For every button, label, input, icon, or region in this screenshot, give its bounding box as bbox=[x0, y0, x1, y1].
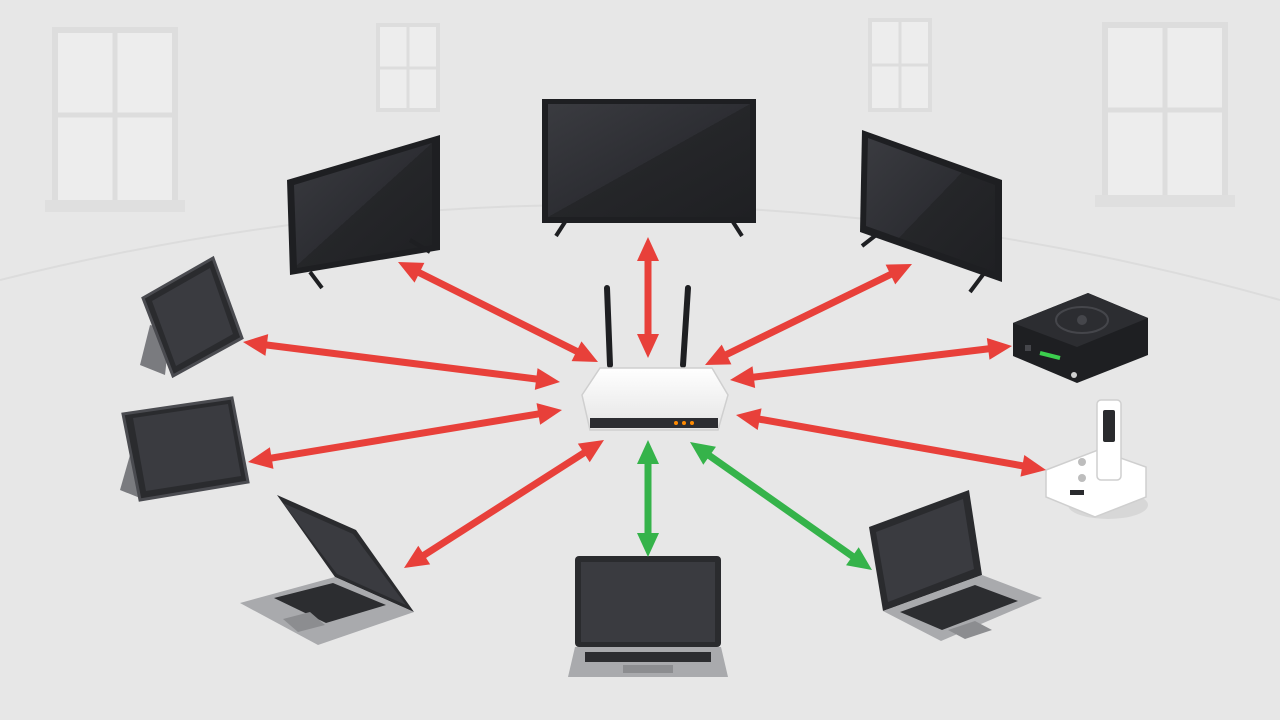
connection-line bbox=[755, 415, 1027, 470]
arrowhead-router-end bbox=[577, 440, 604, 463]
arrowhead-router-end bbox=[536, 403, 562, 425]
connection-link-tv-center bbox=[637, 237, 659, 358]
router-led bbox=[682, 421, 686, 425]
laptop-icon bbox=[568, 556, 728, 677]
arrowhead-router-end bbox=[637, 440, 659, 464]
arrowhead-device-end bbox=[885, 264, 912, 285]
wifi-router-icon bbox=[581, 285, 729, 431]
connection-link-smart-speaker-dock bbox=[736, 408, 1046, 477]
arrowhead-device-end bbox=[637, 533, 659, 557]
connection-link-tablet-left bbox=[248, 403, 562, 469]
laptop-icon bbox=[240, 495, 414, 645]
router-led bbox=[690, 421, 694, 425]
arrowhead-device-end bbox=[398, 262, 425, 283]
window-center-right bbox=[868, 18, 932, 112]
arrowhead-router-end bbox=[637, 334, 659, 358]
connection-line bbox=[749, 344, 993, 382]
connection-line bbox=[267, 409, 543, 463]
router-antenna-left bbox=[604, 285, 613, 368]
arrowhead-device-end bbox=[243, 334, 269, 356]
router-led bbox=[674, 421, 678, 425]
window-center-left bbox=[376, 23, 440, 112]
window-left bbox=[45, 27, 185, 212]
laptop-icon bbox=[869, 490, 1042, 641]
arrowhead-router-end bbox=[705, 344, 732, 365]
connection-links bbox=[243, 237, 1046, 570]
arrowhead-device-end bbox=[637, 237, 659, 261]
tv-icon bbox=[542, 99, 756, 238]
arrowhead-router-end bbox=[534, 368, 560, 390]
connection-link-tv-left bbox=[398, 262, 598, 362]
window-right bbox=[1095, 22, 1235, 207]
smart-speaker-icon bbox=[1045, 399, 1148, 519]
arrowhead-router-end bbox=[736, 408, 762, 431]
arrowhead-device-end bbox=[404, 545, 431, 568]
tv-icon bbox=[860, 130, 1002, 294]
connection-link-laptop-left bbox=[404, 440, 604, 568]
connection-link-laptop-right bbox=[690, 442, 872, 570]
console-indicator-icon bbox=[1039, 351, 1061, 360]
router-antenna-right bbox=[680, 285, 691, 368]
arrowhead-device-end bbox=[1020, 454, 1046, 477]
tv-icon bbox=[287, 135, 440, 290]
connection-link-tablet-top-left bbox=[243, 334, 560, 390]
arrowhead-router-end bbox=[690, 442, 716, 465]
connection-line bbox=[262, 341, 541, 383]
game-console-icon bbox=[1013, 293, 1148, 383]
tablet-icon bbox=[120, 396, 250, 502]
arrowhead-device-end bbox=[846, 547, 872, 570]
arrowhead-device-end bbox=[248, 447, 274, 469]
tablet-icon bbox=[140, 255, 244, 379]
connection-link-game-console bbox=[730, 337, 1012, 389]
connection-line bbox=[721, 269, 896, 360]
arrowhead-router-end bbox=[571, 341, 598, 362]
arrowhead-device-end bbox=[986, 337, 1012, 360]
connection-link-tv-right bbox=[705, 264, 912, 365]
connection-line bbox=[414, 267, 582, 357]
connection-line bbox=[418, 447, 590, 561]
connection-link-laptop-bottom bbox=[637, 440, 659, 557]
connection-line bbox=[704, 450, 858, 562]
arrowhead-router-end bbox=[730, 366, 756, 389]
